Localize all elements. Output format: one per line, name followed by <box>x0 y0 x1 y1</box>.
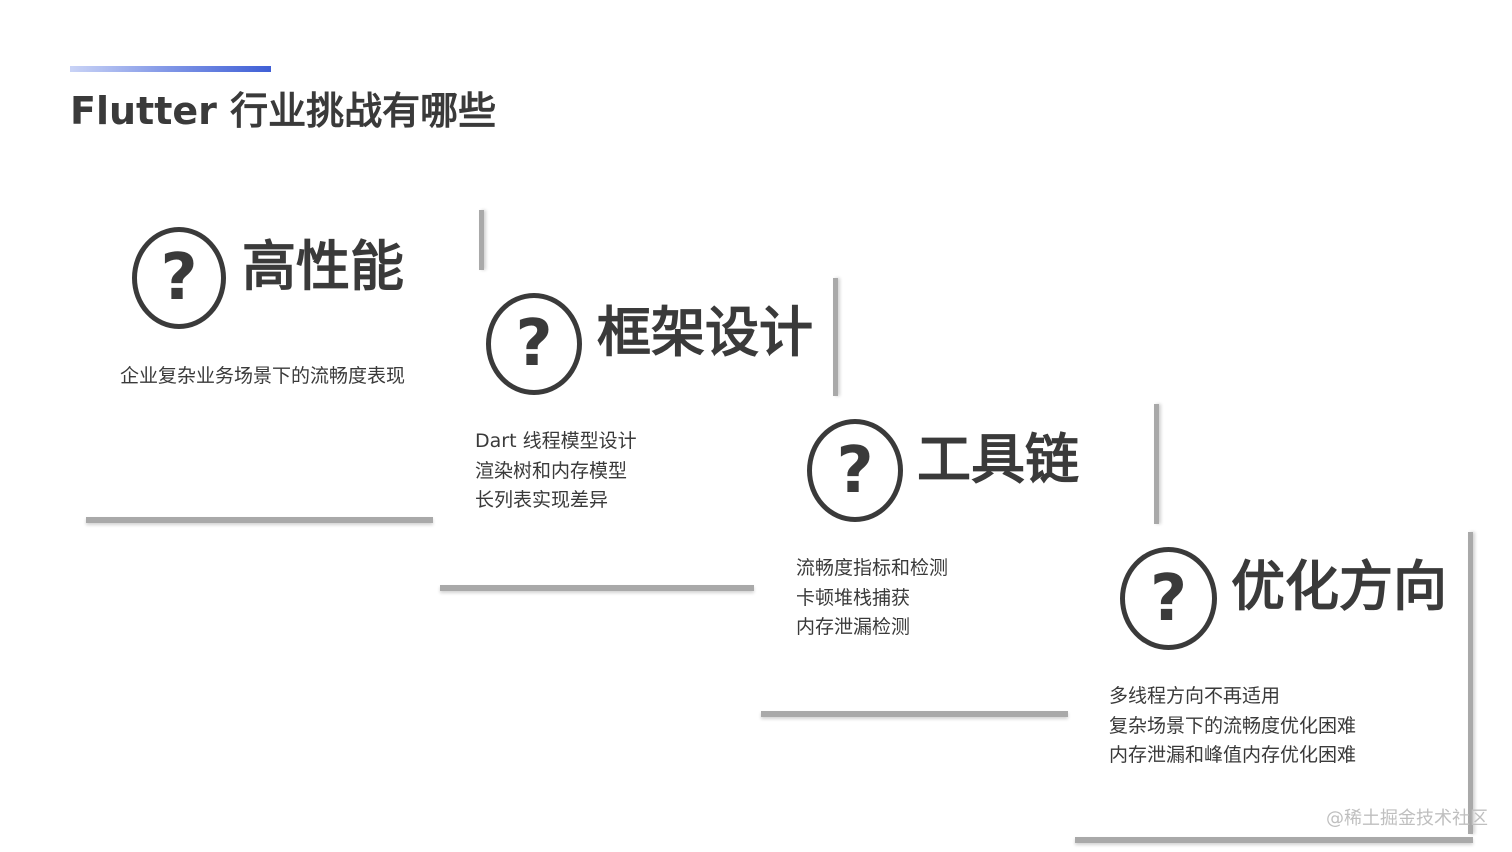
card-title: 工具链 <box>917 428 1079 491</box>
card-description: Dart 线程模型设计 渲染树和内存模型 长列表实现差异 <box>475 427 637 516</box>
card-line: 内存泄漏和峰值内存优化困难 <box>1109 744 1357 766</box>
card-title: 框架设计 <box>597 301 813 364</box>
card-line: 复杂场景下的流畅度优化困难 <box>1109 714 1357 737</box>
watermark: @稀土掘金技术社区 <box>1326 808 1488 829</box>
step-shadow-4-right <box>1468 532 1473 834</box>
card-description: 企业复杂业务场景下的流畅度表现 <box>120 362 405 392</box>
step-shadow-1-bottom <box>86 517 433 523</box>
question-mark-circle-icon: ? <box>807 419 903 522</box>
card-description: 流畅度指标和检测 卡顿堆栈捕获 内存泄漏检测 <box>796 554 948 643</box>
card-line: 渲染树和内存模型 <box>475 459 628 482</box>
card-line: 内存泄漏检测 <box>796 616 911 638</box>
step-shadow-1-right <box>479 210 484 270</box>
card-line: 流畅度指标和检测 <box>796 557 949 579</box>
page-title: Flutter 行业挑战有哪些 <box>70 89 497 133</box>
step-shadow-2-bottom <box>440 585 754 591</box>
step-shadow-4-bottom <box>1075 837 1473 843</box>
card-line: 多线程方向不再适用 <box>1109 685 1281 707</box>
title-accent-bar <box>70 66 271 72</box>
card-line: Dart 线程模型设计 <box>475 430 637 452</box>
step-shadow-3-bottom <box>761 711 1068 717</box>
card-description: 多线程方向不再适用 复杂场景下的流畅度优化困难 内存泄漏和峰值内存优化困难 <box>1109 682 1356 771</box>
step-shadow-2-right <box>833 278 838 396</box>
card-title: 高性能 <box>242 235 404 298</box>
card-line: 企业复杂业务场景下的流畅度表现 <box>120 365 406 387</box>
card-line: 卡顿堆栈捕获 <box>796 586 911 609</box>
question-mark-circle-icon: ? <box>486 293 582 395</box>
step-shadow-3-right <box>1154 404 1159 524</box>
card-line: 长列表实现差异 <box>475 489 609 511</box>
card-title: 优化方向 <box>1231 555 1447 618</box>
question-mark-circle-icon: ? <box>1120 547 1217 650</box>
question-mark-circle-icon: ? <box>132 227 226 329</box>
